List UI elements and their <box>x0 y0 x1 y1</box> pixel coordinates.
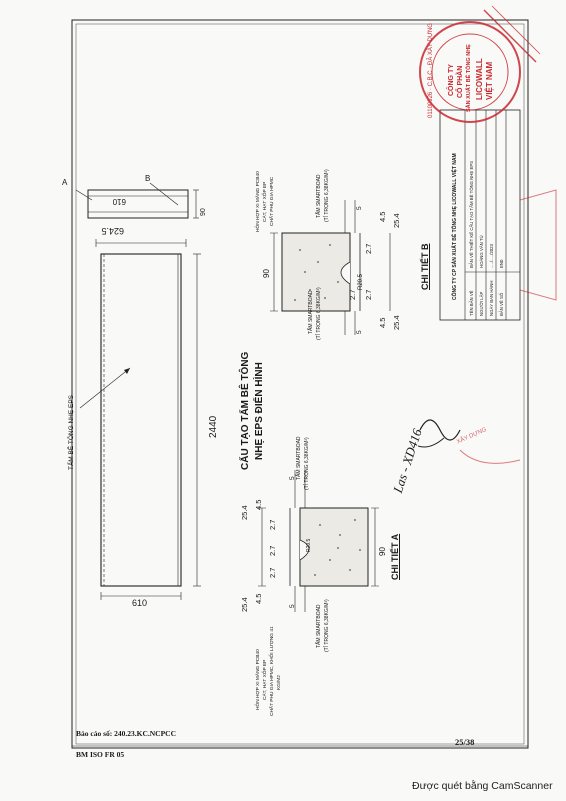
report-number: Báo cáo số: 240.23.KC.NCPCC <box>76 729 176 738</box>
title-block-row-1: TÊN BẢN VẼ <box>469 290 474 316</box>
detail-b-dim-4: 2.7 <box>364 289 373 300</box>
detail-b-dim-bottom: 5 <box>356 330 363 334</box>
page-number: 25/38 <box>455 737 475 747</box>
company-stamp <box>419 5 541 123</box>
detail-b-note-top2: (TỈ TRỌNG 6,38KG/M²) <box>324 169 330 222</box>
panel-length: 2440 <box>208 415 219 438</box>
detail-a-dim-3: 2.7 <box>268 519 277 530</box>
detail-b-core-3: CHẤT PHỤ GIA HPMC <box>270 176 275 226</box>
inner-frame <box>75 23 525 745</box>
detail-b-dim-thick: 90 <box>262 269 271 278</box>
detail-b-dim-1: 25.4 <box>392 213 401 228</box>
detail-b-radius: R20.5 <box>358 273 364 290</box>
detail-a-radius: R20.5 <box>306 538 312 552</box>
detail-a-note-bottom2: (TỈ TRỌNG 6,38KG/M²) <box>324 599 330 652</box>
panel-width-bottom: 610 <box>132 598 148 608</box>
drawing-title-1: CẤU TẠO TẤM BÊ TÔNG <box>240 351 251 470</box>
detail-a-dim-7: 25.4 <box>240 597 249 612</box>
marker-b: B <box>145 174 151 183</box>
detail-b-drawing <box>270 200 391 335</box>
detail-b-dim-top: 5 <box>356 206 363 210</box>
detail-b-note-bottom: TẤM SMARTBOAD <box>308 290 314 334</box>
marker-a: A <box>62 178 68 187</box>
panel-label: TẤM BÊ TÔNG NHẸ EPS <box>68 394 75 470</box>
detail-a-caption: CHI TIẾT A <box>390 533 400 580</box>
title-block-value-2: HOÀNG VĂN TÚ <box>479 235 484 268</box>
detail-b-core-2: CÁT, HẠT XỐP EP <box>263 181 268 222</box>
detail-b-note-top: TẤM SMARTBOAD <box>316 174 322 218</box>
detail-a-core-4: KG/M2 <box>277 675 282 690</box>
detail-a-note-top: TẤM SMARTBOAD <box>296 436 302 480</box>
detail-b-dim-3: 2.7 <box>364 243 373 254</box>
detail-b-core-1: HỖN HỢP XI MĂNG PCB40 <box>256 171 261 232</box>
detail-b-caption: CHI TIẾT B <box>420 243 430 291</box>
form-code: BM ISO FR 05 <box>76 750 125 759</box>
detail-a-dim-bottom: 5 <box>289 604 296 608</box>
detail-a-dim-4: 2.7 <box>268 545 277 556</box>
scanner-watermark: Được quét bằng CamScanner <box>412 780 553 792</box>
title-block-grid <box>439 109 521 321</box>
panel-elevation <box>79 239 201 600</box>
outer-frame <box>71 19 529 749</box>
detail-b-dim-5: 2.7 <box>348 289 357 300</box>
detail-a-dim-top: 5 <box>289 476 296 480</box>
title-block-row-2: NGƯỜI LẬP <box>479 291 484 316</box>
title-block-drawing-name: BẢN VẼ THIẾT KẾ CẤU TẠO TẤM BÊ TÔNG NHẸ … <box>469 160 474 268</box>
detail-a-core-2: CÁT, HẠT XỐP EP <box>263 659 268 700</box>
stamp-line-5: VIỆT NAM <box>485 61 494 100</box>
detail-a-dim-5: 2.7 <box>268 567 277 578</box>
detail-a-note-top2: (TỈ TRỌNG 6,38KG/M²) <box>304 437 310 490</box>
detail-b-note-bottom2: (TỈ TRỌNG 6,38KG/M²) <box>316 287 322 340</box>
stamp-line-2: CỔ PHẦN <box>457 65 464 98</box>
stamp-line-3: SẢN XUẤT BÊ TÔNG NHẸ <box>466 44 472 112</box>
section-view <box>75 182 199 219</box>
title-block-value-4: EN0 <box>499 259 504 268</box>
detail-b-dim-7: 25.4 <box>392 315 401 330</box>
stamp-line-1: CÔNG TY <box>448 64 455 96</box>
stamp-ring: 01100926 · C.B.C · ĐÃ XÂY DỰNG <box>428 23 434 118</box>
stamp-2 <box>459 189 557 464</box>
detail-a-note-bottom: TẤM SMARTBOAD <box>316 604 322 648</box>
title-block-row-4: BẢN VẼ SỐ <box>499 292 504 316</box>
section-thick: 90 <box>200 208 207 216</box>
detail-a-drawing <box>258 470 379 612</box>
stamp-line-4: LICOWALL <box>475 58 484 100</box>
signature-scribble <box>419 419 461 441</box>
detail-a-core-1: HỖN HỢP XI MĂNG PCB40 <box>256 649 261 710</box>
title-block-row-3: NGÀY BAN HÀNH <box>489 280 494 317</box>
detail-a-dim-1: 25.4 <box>240 505 249 520</box>
panel-width-top: 624.5 <box>101 226 124 236</box>
detail-a-core-3: CHẤT PHỤ GIA HPMC, KHỐI LƯỢNG 41 <box>270 626 275 716</box>
detail-a-dim-thick: 90 <box>378 547 387 556</box>
title-block-company: CÔNG TY CP SẢN XUẤT BÊ TÔNG NHẸ LICOWALL… <box>452 153 458 300</box>
drawing-title-2: NHẸ EPS ĐIỂN HÌNH <box>254 362 265 460</box>
detail-a-dim-6: 4.5 <box>254 593 263 604</box>
detail-b-dim-6: 4.5 <box>378 317 387 328</box>
detail-b-dim-2: 4.5 <box>378 211 387 222</box>
title-block-value-3: ...../...../2023 <box>489 244 494 268</box>
detail-a-dim-2: 4.5 <box>254 499 263 510</box>
section-width: 610 <box>112 197 126 206</box>
